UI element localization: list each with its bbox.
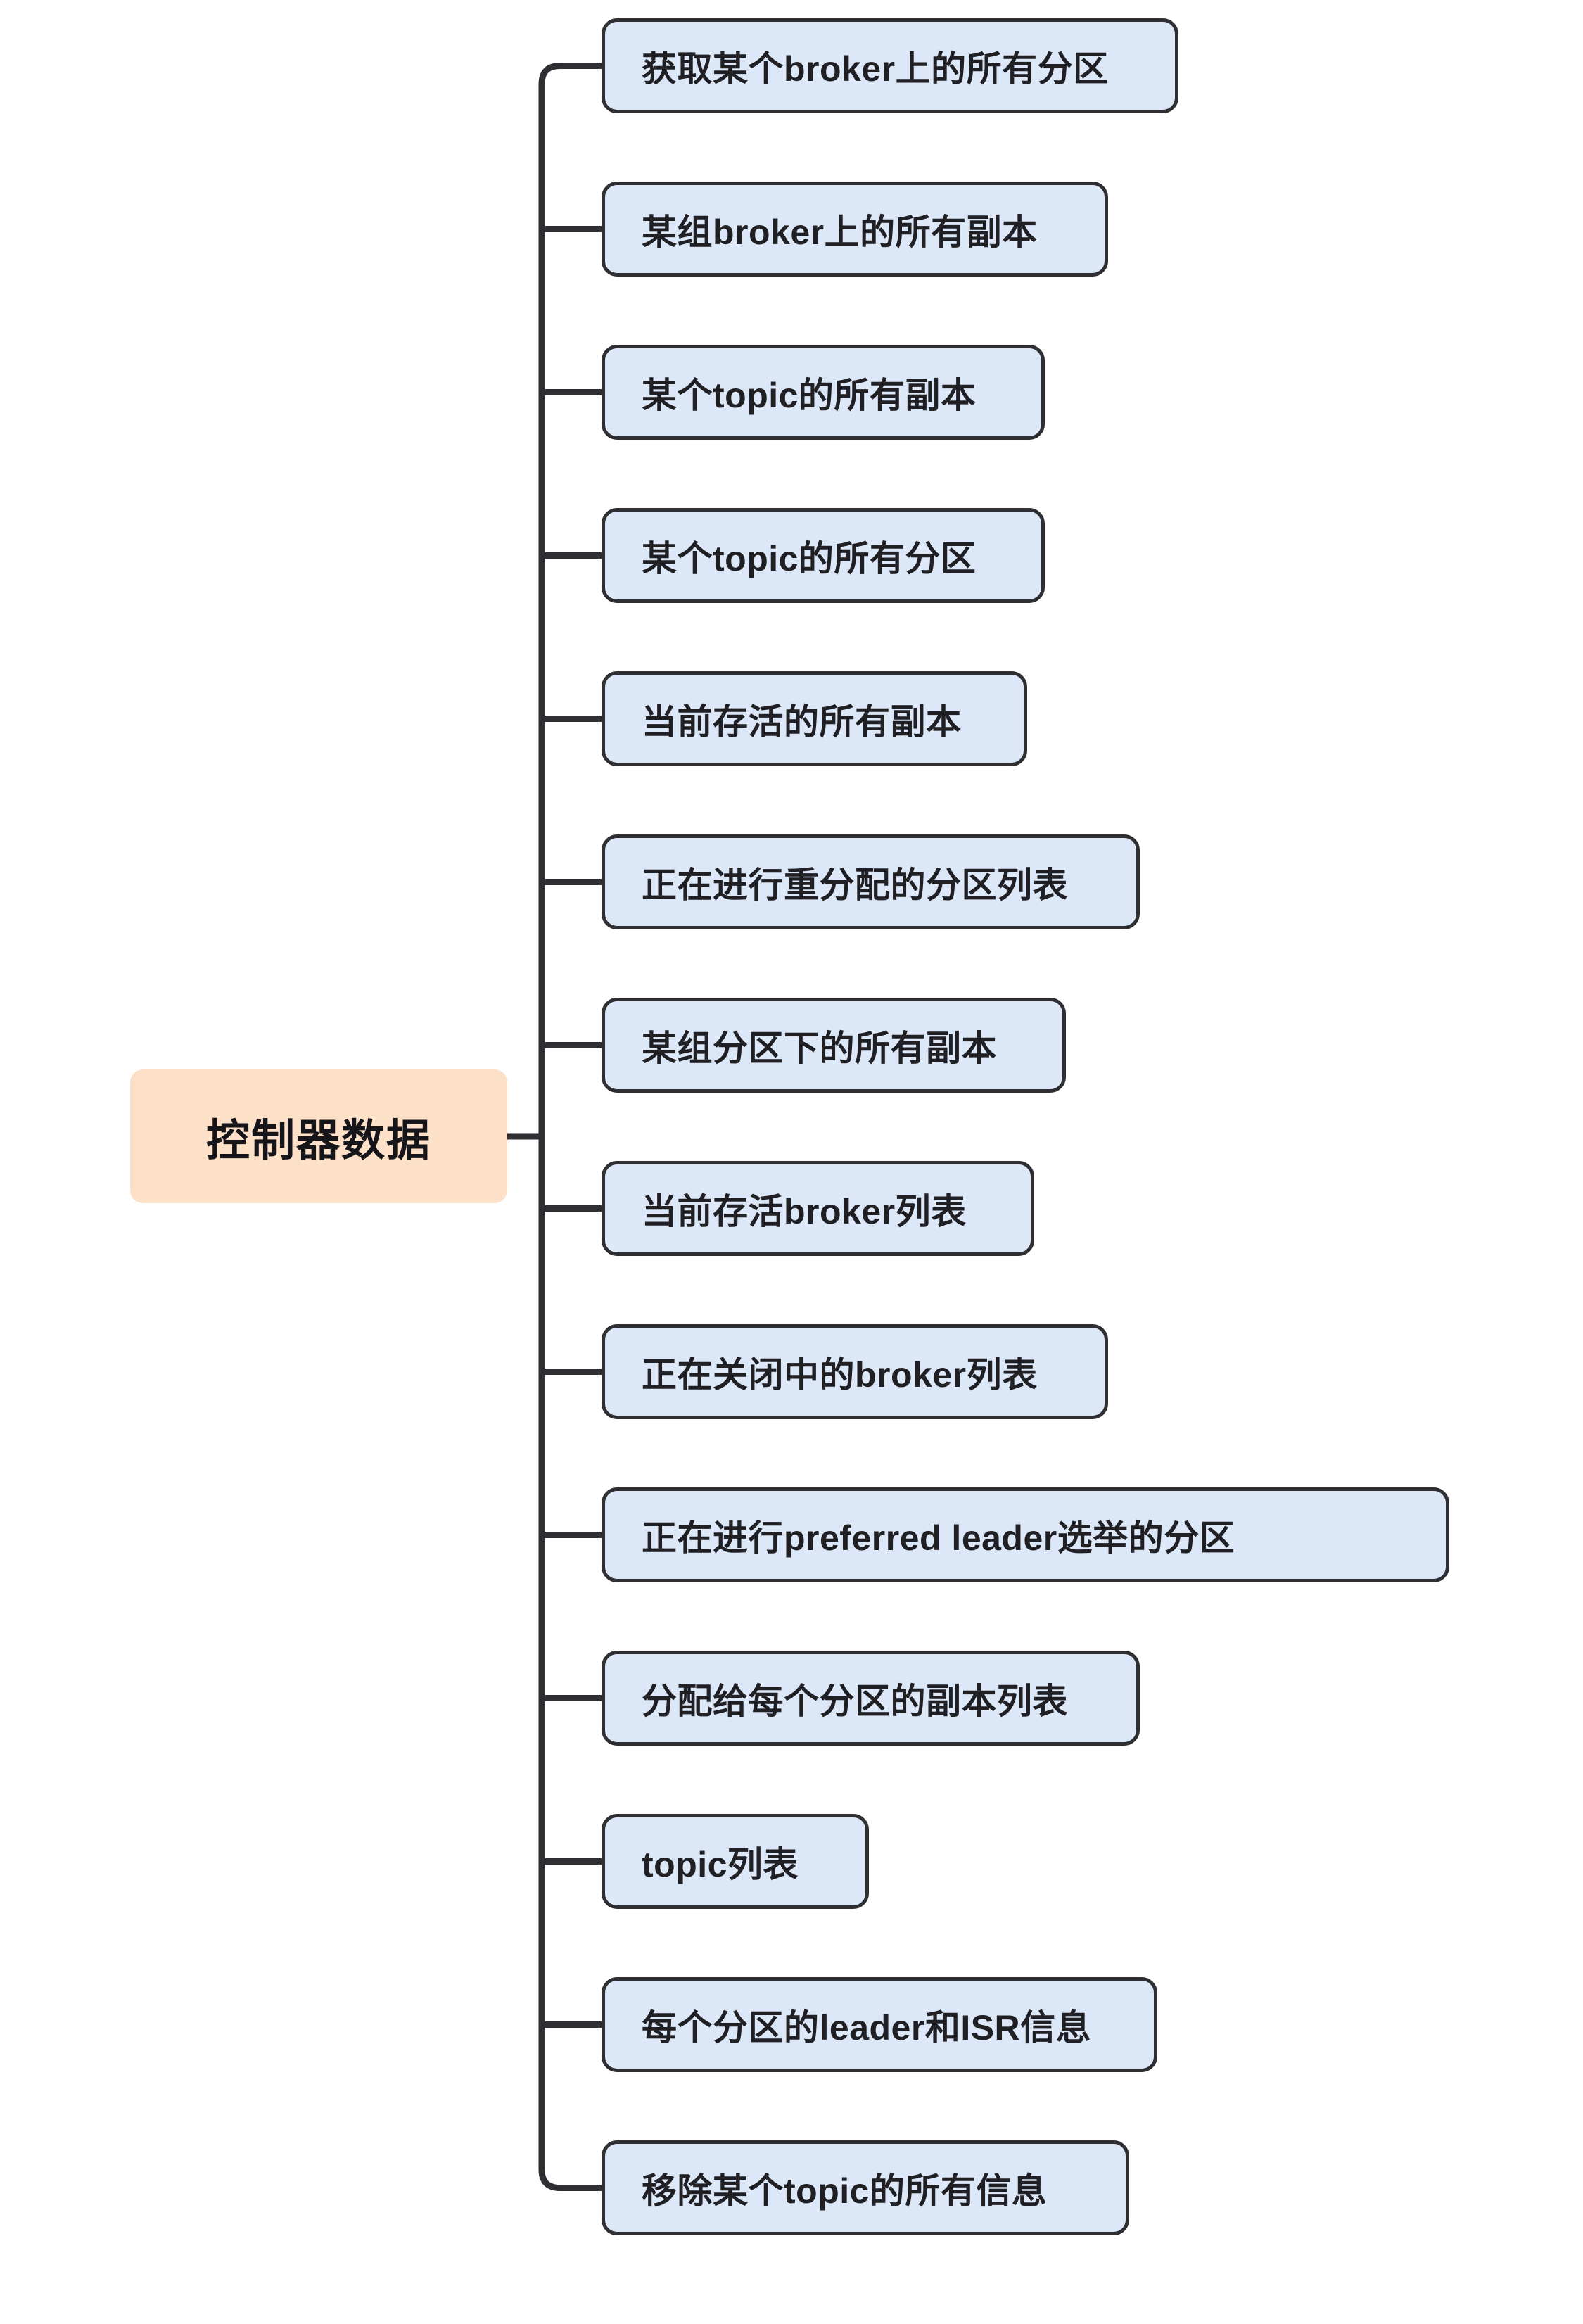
child-node-label: 分配给每个分区的副本列表 bbox=[642, 1681, 1068, 1721]
child-node-label: 当前存活broker列表 bbox=[642, 1191, 967, 1231]
child-node-label: 获取某个broker上的所有分区 bbox=[642, 49, 1109, 89]
child-node-label: 正在进行重分配的分区列表 bbox=[642, 865, 1068, 905]
child-node[interactable]: 当前存活broker列表 bbox=[602, 1161, 1034, 1256]
child-node-label: 当前存活的所有副本 bbox=[642, 701, 962, 742]
child-node[interactable]: 某个topic的所有分区 bbox=[602, 508, 1045, 603]
child-node[interactable]: 某个topic的所有副本 bbox=[602, 345, 1045, 440]
child-node-label: 正在进行preferred leader选举的分区 bbox=[642, 1518, 1235, 1558]
child-node[interactable]: 某组broker上的所有副本 bbox=[602, 182, 1108, 277]
child-node-label: 每个分区的leader和ISR信息 bbox=[642, 2007, 1092, 2047]
child-node[interactable]: 移除某个topic的所有信息 bbox=[602, 2140, 1129, 2235]
child-node-label: topic列表 bbox=[642, 1844, 799, 1884]
child-node[interactable]: 当前存活的所有副本 bbox=[602, 671, 1027, 766]
child-node[interactable]: 某组分区下的所有副本 bbox=[602, 998, 1066, 1093]
spine-path bbox=[538, 63, 605, 2191]
child-node[interactable]: 每个分区的leader和ISR信息 bbox=[602, 1977, 1157, 2072]
child-node[interactable]: 正在进行preferred leader选举的分区 bbox=[602, 1487, 1449, 1582]
child-node[interactable]: topic列表 bbox=[602, 1814, 869, 1909]
child-node[interactable]: 分配给每个分区的副本列表 bbox=[602, 1651, 1140, 1746]
root-node-label: 控制器数据 bbox=[205, 1117, 431, 1165]
child-node-label: 某组broker上的所有副本 bbox=[642, 212, 1038, 252]
child-node[interactable]: 正在关闭中的broker列表 bbox=[602, 1324, 1108, 1419]
child-node-label: 某个topic的所有分区 bbox=[642, 538, 977, 578]
child-node[interactable]: 正在进行重分配的分区列表 bbox=[602, 834, 1140, 929]
child-node-label: 正在关闭中的broker列表 bbox=[642, 1354, 1038, 1395]
child-node-label: 某组分区下的所有副本 bbox=[642, 1028, 997, 1068]
child-node-label: 某个topic的所有副本 bbox=[642, 375, 977, 415]
child-node[interactable]: 获取某个broker上的所有分区 bbox=[602, 18, 1178, 113]
root-node-controller-data[interactable]: 控制器数据 bbox=[130, 1069, 507, 1203]
child-node-label: 移除某个topic的所有信息 bbox=[642, 2171, 1048, 2211]
